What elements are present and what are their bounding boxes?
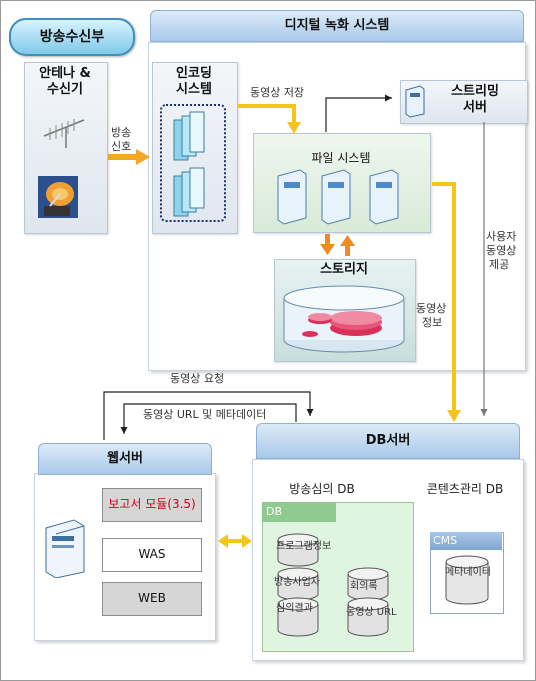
user-video-label-2: 동영상 (486, 244, 517, 257)
antenna-label-2: 수신기 (47, 82, 83, 97)
web-db-double-arrow (218, 534, 252, 548)
storage-up-arrow (340, 235, 355, 256)
video-info-label-2: 정보 (422, 316, 443, 329)
cms-tag: CMS (430, 532, 502, 550)
storage-label: 스토리지 (320, 262, 368, 277)
video-save-arrow (238, 104, 301, 134)
cylinder-video-url (347, 597, 389, 637)
video-info-label-1: 동영상 (416, 302, 447, 315)
web-server-title: 웹서버 (107, 451, 143, 466)
was-button[interactable]: WAS (102, 538, 202, 572)
streaming-label-1: 스트리밍 (451, 84, 499, 99)
cylinder-program-info (277, 533, 319, 567)
video-save-label: 동영상 저장 (250, 86, 305, 99)
storage-disk-icon (280, 282, 408, 354)
video-url-meta-label: 동영상 URL 및 메타데이터 (143, 408, 267, 421)
streaming-label-2: 서버 (463, 100, 487, 115)
video-url-meta-arrow (120, 403, 297, 434)
video-url-label: 동영상 URL (346, 607, 397, 618)
file-server-icons (270, 168, 420, 226)
broadcaster-label: 방송사업자 (274, 577, 320, 588)
video-request-label: 동영상 요청 (170, 372, 225, 385)
broadcast-signal-arrow (108, 149, 150, 165)
cylinder-review-result (277, 597, 319, 637)
db-server-header: DB서버 (256, 423, 520, 459)
review-result-label: 심의결과 (276, 603, 313, 614)
encoding-label-2: 시스템 (176, 82, 212, 97)
broadcast-signal-label-2: 신호 (111, 140, 132, 153)
meeting-label: 회의록 (350, 581, 378, 592)
file-server-icon (277, 169, 307, 225)
metadata-label: 메타데이터 (445, 567, 491, 578)
web-server-header: 웹서버 (38, 443, 212, 475)
satellite-dish-icon (38, 176, 78, 218)
metadata-cylinder-icon (442, 554, 492, 608)
storage-down-arrow (320, 234, 335, 255)
broadcast-signal-label-1: 방송 (111, 126, 132, 139)
web-server-icon (44, 518, 86, 578)
report-module-label: 보고서 모듈(3.5) (108, 497, 196, 511)
was-label: WAS (138, 547, 166, 561)
video-info-arrow (432, 182, 461, 422)
program-info-label: 프로그램정보 (276, 541, 332, 552)
cylinder-broadcaster (277, 567, 319, 601)
contents-db-title: 콘텐츠관리 DB (426, 482, 504, 496)
cylinder-meeting (347, 567, 389, 601)
digital-system-title: 디지털 녹화 시스템 (284, 18, 390, 33)
user-video-label-3: 제공 (489, 258, 510, 271)
broadcast-db-title: 방송심의 DB (289, 482, 355, 496)
db-cylinders (272, 530, 412, 645)
encoder-unit-icon (173, 111, 205, 161)
encoder-group (160, 104, 226, 222)
db-server-title: DB서버 (365, 433, 411, 448)
encoding-label-1: 인코딩 (176, 66, 212, 81)
digital-system-header: 디지털 녹화 시스템 (150, 10, 524, 42)
web-label: WEB (138, 591, 166, 605)
receiver-badge: 방송수신부 (9, 18, 135, 56)
streaming-server-icon (404, 84, 426, 118)
video-request-arrow (103, 391, 314, 440)
antenna-label-1: 안테나 & (39, 66, 91, 81)
report-module-button[interactable]: 보고서 모듈(3.5) (102, 488, 202, 522)
user-video-label-1: 사용자 (486, 230, 517, 243)
db-tag-label: DB (266, 505, 283, 518)
cms-tag-label: CMS (433, 534, 458, 547)
file-to-streaming-arrow (325, 94, 392, 132)
encoder-unit-icon (173, 167, 205, 217)
receiver-title: 방송수신부 (39, 29, 105, 45)
file-server-icon (369, 169, 399, 225)
web-button[interactable]: WEB (102, 582, 202, 616)
file-system-label: 파일 시스템 (311, 151, 371, 165)
db-tag: DB (262, 502, 336, 522)
antenna-icon (40, 110, 88, 148)
file-server-icon (321, 169, 351, 225)
